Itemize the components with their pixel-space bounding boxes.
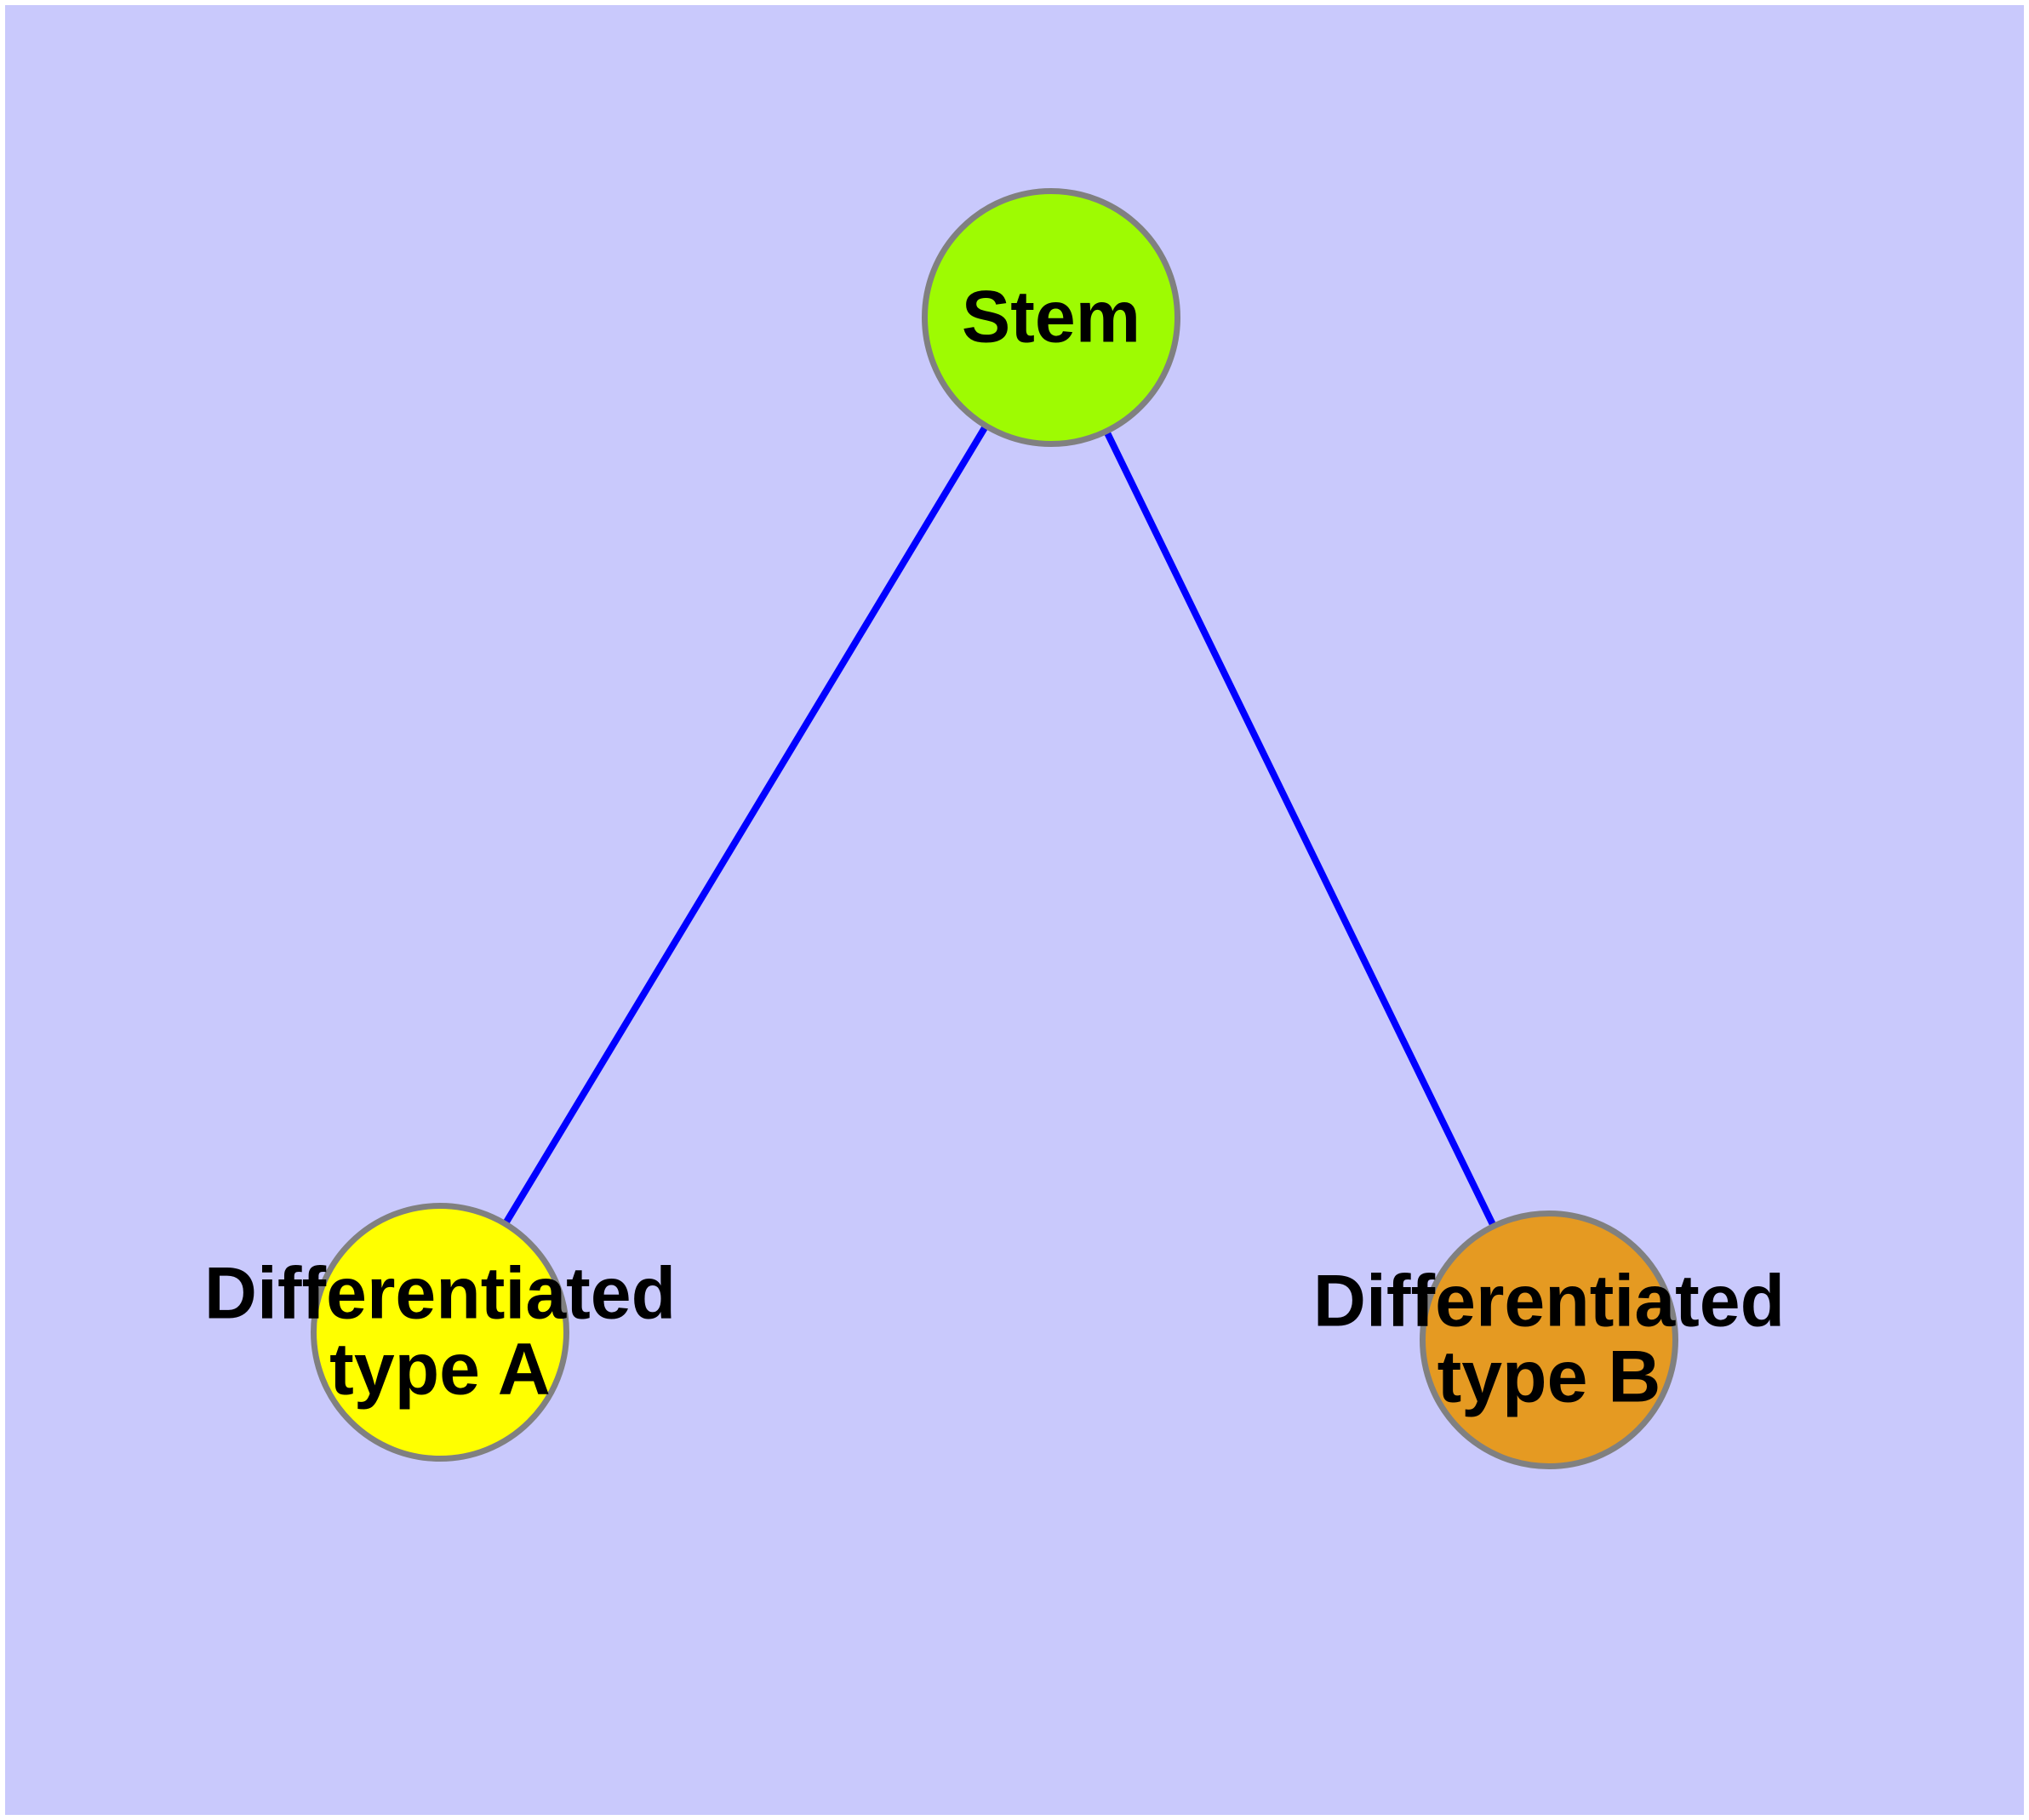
node-diff_a[interactable] — [311, 1203, 569, 1462]
edge-stem-diff-a — [437, 315, 1055, 1335]
edge-stem-diff-b — [1048, 316, 1552, 1342]
node-stem[interactable] — [922, 188, 1180, 447]
nodes-layer — [311, 188, 1678, 1469]
edges-layer — [437, 315, 1552, 1342]
node-diff_b[interactable] — [1420, 1210, 1678, 1469]
